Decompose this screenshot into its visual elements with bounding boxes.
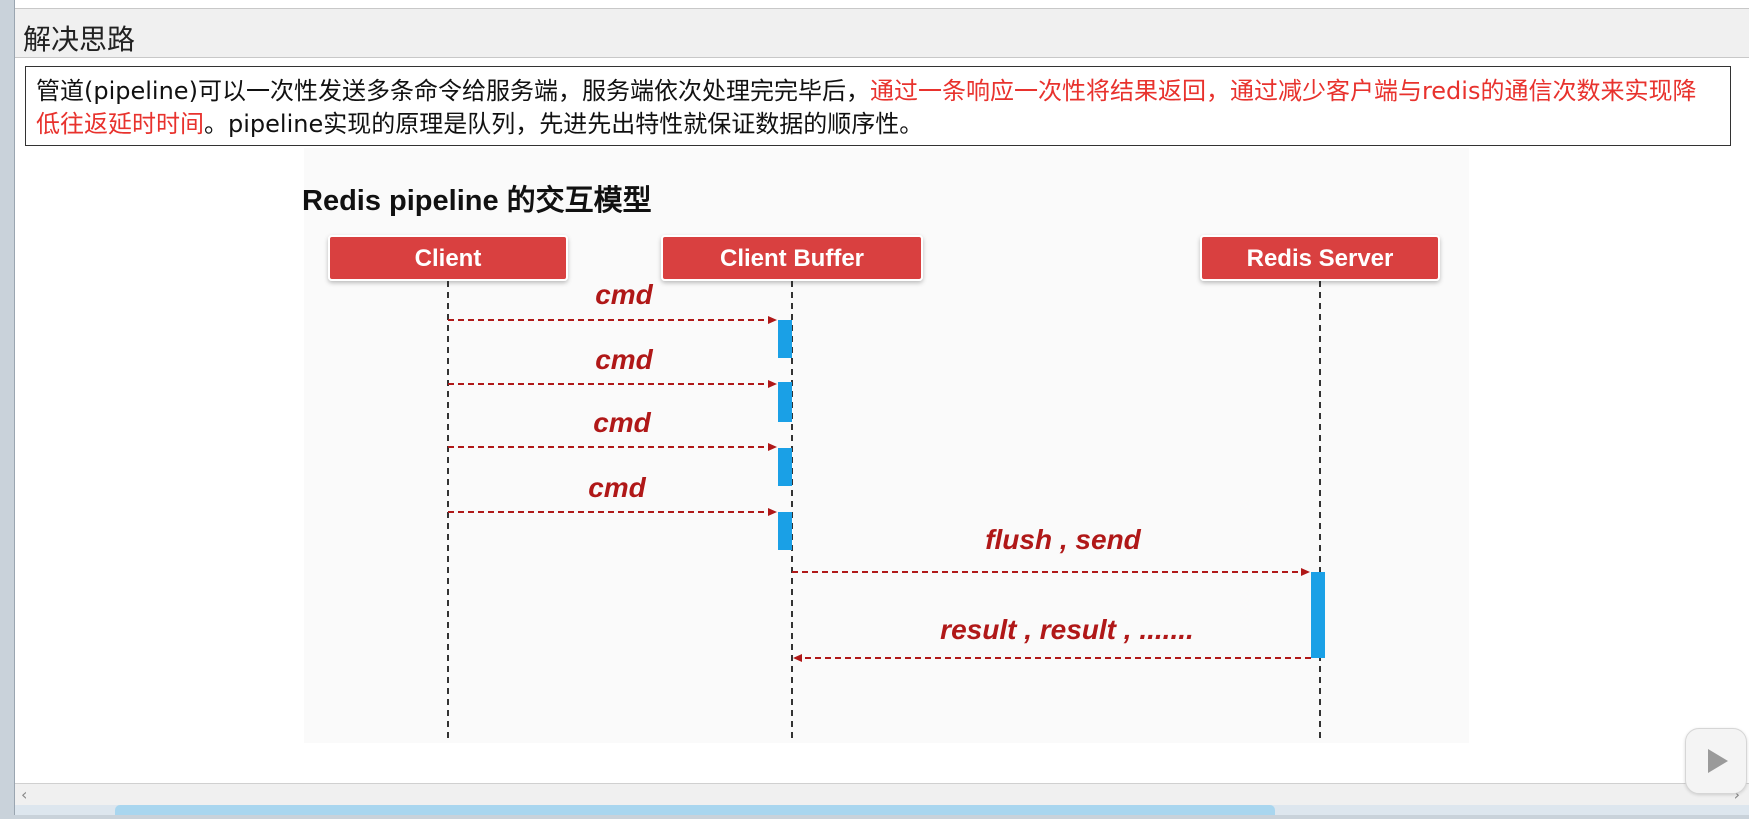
message-result-label: result , result , ....... (940, 614, 1194, 645)
content-area: Redis pipeline 的交互模型 Client Client Buffe… (15, 148, 1749, 783)
message-cmd-3-label: cmd (593, 407, 651, 438)
horizontal-scrollbar[interactable]: ‹ › (15, 783, 1749, 806)
explanation-text-end: 。pipeline实现的原理是队列，先进先出特性就保证数据的顺序性。 (204, 110, 924, 138)
window-title: 解决思路 (23, 23, 136, 56)
floating-play-button[interactable] (1685, 728, 1747, 794)
participant-client-label: Client (415, 245, 482, 272)
participant-client: Client (328, 235, 568, 281)
participant-redis-server-label: Redis Server (1247, 245, 1394, 272)
participant-client-buffer-label: Client Buffer (720, 245, 864, 272)
message-cmd-1-label: cmd (595, 279, 653, 310)
play-icon (1708, 749, 1728, 773)
scroll-right-icon[interactable]: › (1733, 785, 1740, 804)
message-cmd-1: cmd (448, 279, 777, 324)
activation-bar-buffer-1 (778, 320, 792, 358)
pipeline-sequence-diagram: Redis pipeline 的交互模型 Client Client Buffe… (302, 183, 1440, 743)
message-cmd-2: cmd (448, 344, 777, 388)
participant-client-buffer: Client Buffer (661, 235, 923, 281)
activation-bar-buffer-2 (778, 382, 792, 422)
message-flush-send-label: flush , send (985, 524, 1141, 555)
window-titlebar: 解决思路 (15, 8, 1749, 58)
message-cmd-2-label: cmd (595, 344, 653, 375)
activation-bar-server (1311, 572, 1325, 658)
message-cmd-3: cmd (448, 407, 777, 451)
activation-bar-buffer-4 (778, 512, 792, 550)
message-cmd-4-label: cmd (588, 472, 646, 503)
bottom-decor-strip (15, 805, 1749, 815)
diagram-title: Redis pipeline 的交互模型 (302, 183, 652, 217)
explanation-highlight: 通过一条响应一次性将结果返回，通过减少客户端与redis的通信次数来实现降低往返… (36, 77, 1697, 138)
bottom-wave (115, 805, 1275, 815)
message-cmd-4: cmd (448, 472, 777, 516)
message-result: result , result , ....... (793, 614, 1311, 662)
message-flush-send: flush , send (792, 524, 1310, 576)
editor-window: 解决思路 管道(pipeline)可以一次性发送多条命令给服务端，服务端依次处理… (14, 0, 1749, 815)
scroll-left-icon[interactable]: ‹ (21, 785, 28, 804)
participant-redis-server: Redis Server (1200, 235, 1440, 281)
explanation-box[interactable]: 管道(pipeline)可以一次性发送多条命令给服务端，服务端依次处理完完毕后，… (25, 66, 1731, 146)
explanation-text: 管道(pipeline)可以一次性发送多条命令给服务端，服务端依次处理完完毕后， (36, 77, 870, 105)
activation-bar-buffer-3 (778, 448, 792, 486)
